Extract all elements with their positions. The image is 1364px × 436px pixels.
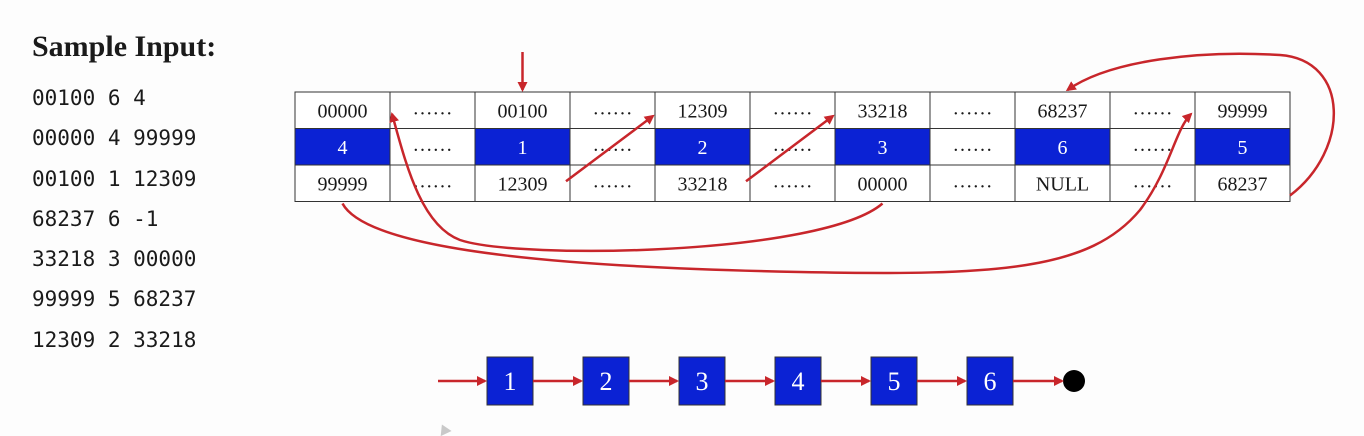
table-cell-next-text: 00000 — [858, 173, 908, 195]
list-node-label: 1 — [504, 367, 517, 396]
table-gap-cell — [1109, 128, 1196, 166]
sample-input-line: 68237 6 -1 — [32, 206, 159, 231]
list-node — [774, 356, 822, 406]
table-cell-next — [474, 164, 571, 202]
table-cell-next-text: NULL — [1036, 173, 1089, 195]
sample-input-line: 12309 2 33218 — [32, 327, 197, 352]
table-cell-address-text: 33218 — [858, 100, 908, 122]
pointer-arrow — [341, 112, 1193, 275]
table-cell-data-text: 6 — [1058, 137, 1068, 159]
table-gap-cell — [389, 91, 476, 129]
pointer-arrows — [341, 52, 1335, 386]
pointer-arrow — [745, 114, 835, 183]
list-node-label: 5 — [888, 367, 901, 396]
table-cell-data — [474, 128, 571, 166]
table-gap-text: …… — [413, 97, 453, 119]
table-gap-text: …… — [413, 134, 453, 156]
table-cell-next-text: 12309 — [498, 173, 548, 195]
result-linked-list: 1 2 3 4 5 6 — [486, 356, 1085, 406]
table-gap-text: …… — [953, 134, 993, 156]
table-gap-text: …… — [1133, 134, 1173, 156]
sample-input-block: 00100 6 4 00000 4 99999 00100 1 12309 68… — [32, 78, 196, 360]
sample-input-line: 33218 3 00000 — [32, 247, 197, 272]
table-cell-address — [834, 91, 931, 129]
table-cell-address-text: 00100 — [498, 100, 548, 122]
list-node-label: 4 — [792, 367, 805, 396]
list-node — [486, 356, 534, 406]
table-cell-data — [1194, 128, 1291, 166]
table-cell-data-text: 5 — [1238, 137, 1248, 159]
sample-input-line: 00100 6 4 — [32, 86, 146, 110]
sample-input-line: 00100 1 12309 — [32, 166, 197, 191]
table-gap-text: …… — [1133, 170, 1173, 192]
table-cell-next — [654, 164, 751, 202]
table-gap-cell — [749, 164, 836, 202]
sample-input-line: 99999 5 68237 — [32, 287, 197, 312]
table-cell-address — [654, 91, 751, 129]
table-cell-next-text: 99999 — [318, 173, 368, 195]
pointer-arrow — [1065, 52, 1335, 197]
table-cell-next-text: 33218 — [678, 173, 728, 195]
table-gap-text: …… — [773, 170, 813, 192]
memory-table: 00000 4 99999 …… …… …… 00100 1 12309 …… …… …… 12309 2… — [294, 91, 1291, 202]
sample-input-title: Sample Input: — [32, 30, 217, 63]
table-cell-address-text: 68237 — [1038, 100, 1088, 122]
list-node-label: 2 — [600, 367, 613, 396]
pointer-arrow — [389, 112, 884, 253]
list-node — [966, 356, 1014, 406]
table-cell-next — [834, 164, 931, 202]
list-node-label: 3 — [696, 367, 709, 396]
table-gap-text: …… — [593, 97, 633, 119]
table-cell-data-text: 3 — [878, 137, 888, 159]
table-gap-text: …… — [953, 97, 993, 119]
table-gap-cell — [749, 91, 836, 129]
table-cell-next — [1194, 164, 1291, 202]
null-terminator — [1063, 370, 1085, 392]
table-cell-data-text: 2 — [698, 137, 708, 159]
table-gap-cell — [569, 164, 656, 202]
table-cell-data — [834, 128, 931, 166]
table-gap-text: …… — [413, 170, 453, 192]
list-node-label: 6 — [984, 367, 997, 396]
table-cell-address — [1194, 91, 1291, 129]
table-cell-next — [294, 164, 391, 202]
pointer-arrow — [565, 114, 655, 183]
table-cell-data-text: 1 — [518, 137, 528, 159]
table-gap-text: …… — [593, 170, 633, 192]
table-gap-cell — [1109, 164, 1196, 202]
table-cell-address-text: 99999 — [1218, 100, 1268, 122]
table-gap-text: …… — [773, 97, 813, 119]
list-node — [582, 356, 630, 406]
table-gap-text: …… — [953, 170, 993, 192]
table-cell-data-text: 4 — [338, 137, 348, 159]
table-cell-address — [294, 91, 391, 129]
table-gap-cell — [929, 164, 1016, 202]
table-cell-address-text: 00000 — [318, 100, 368, 122]
table-gap-cell — [929, 128, 1016, 166]
table-cell-next — [1014, 164, 1111, 202]
table-cell-next-text: 68237 — [1218, 173, 1268, 195]
sample-input-line: 00000 4 99999 — [32, 126, 197, 151]
table-gap-text: …… — [1133, 97, 1173, 119]
table-cell-data — [654, 128, 751, 166]
table-cell-address-text: 12309 — [678, 100, 728, 122]
